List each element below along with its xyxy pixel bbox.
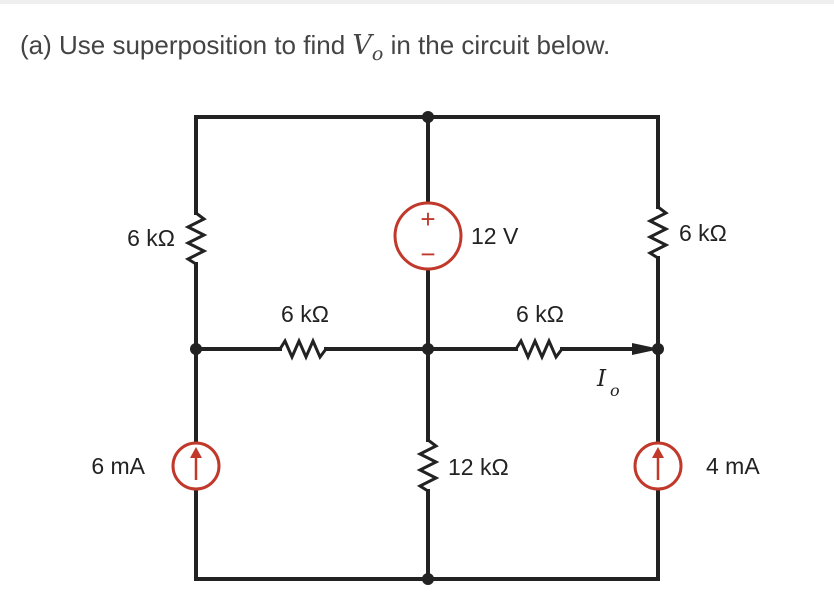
question-suffix: in the circuit below. (390, 30, 611, 60)
up-arrowhead-left-icon (190, 447, 202, 458)
label-io-sub: o (610, 381, 620, 400)
vo-main: V (352, 30, 372, 61)
label-r-top-right: 6 kΩ (679, 220, 727, 246)
label-r-mid-left: 6 kΩ (281, 301, 329, 327)
label-r-12k: 12 kΩ (448, 454, 509, 480)
node-bottom-center (422, 573, 434, 585)
question-text: (a) Use superposition to find Vo in the … (20, 30, 610, 65)
top-divider (0, 0, 834, 4)
node-mid-left (190, 343, 202, 355)
label-io-main: I (596, 366, 607, 392)
node-mid-right (652, 343, 664, 355)
label-current-source-right: 4 mA (706, 453, 760, 479)
node-top-center (422, 111, 434, 123)
io-arrowhead (632, 343, 660, 355)
label-voltage-source: 12 V (471, 223, 519, 249)
vo-variable: Vo (352, 30, 383, 65)
voltage-source-symbol (393, 201, 463, 271)
up-arrowhead-right-icon (652, 447, 664, 458)
resistor-top-right (646, 205, 670, 260)
vo-subscript: o (371, 43, 384, 65)
label-r-top-left: 6 kΩ (127, 225, 175, 251)
voltage-source-minus: − (420, 239, 435, 269)
resistor-12k (416, 438, 440, 493)
resistor-top-left (184, 211, 208, 266)
resistor-mid-left (278, 337, 328, 361)
voltage-source-plus: + (420, 204, 435, 234)
label-r-mid-right: 6 kΩ (516, 301, 564, 327)
node-mid-center (422, 343, 434, 355)
label-current-source-left: 6 mA (91, 453, 145, 479)
question-prefix: (a) Use superposition to find (20, 30, 346, 60)
resistor-mid-right (514, 337, 564, 361)
